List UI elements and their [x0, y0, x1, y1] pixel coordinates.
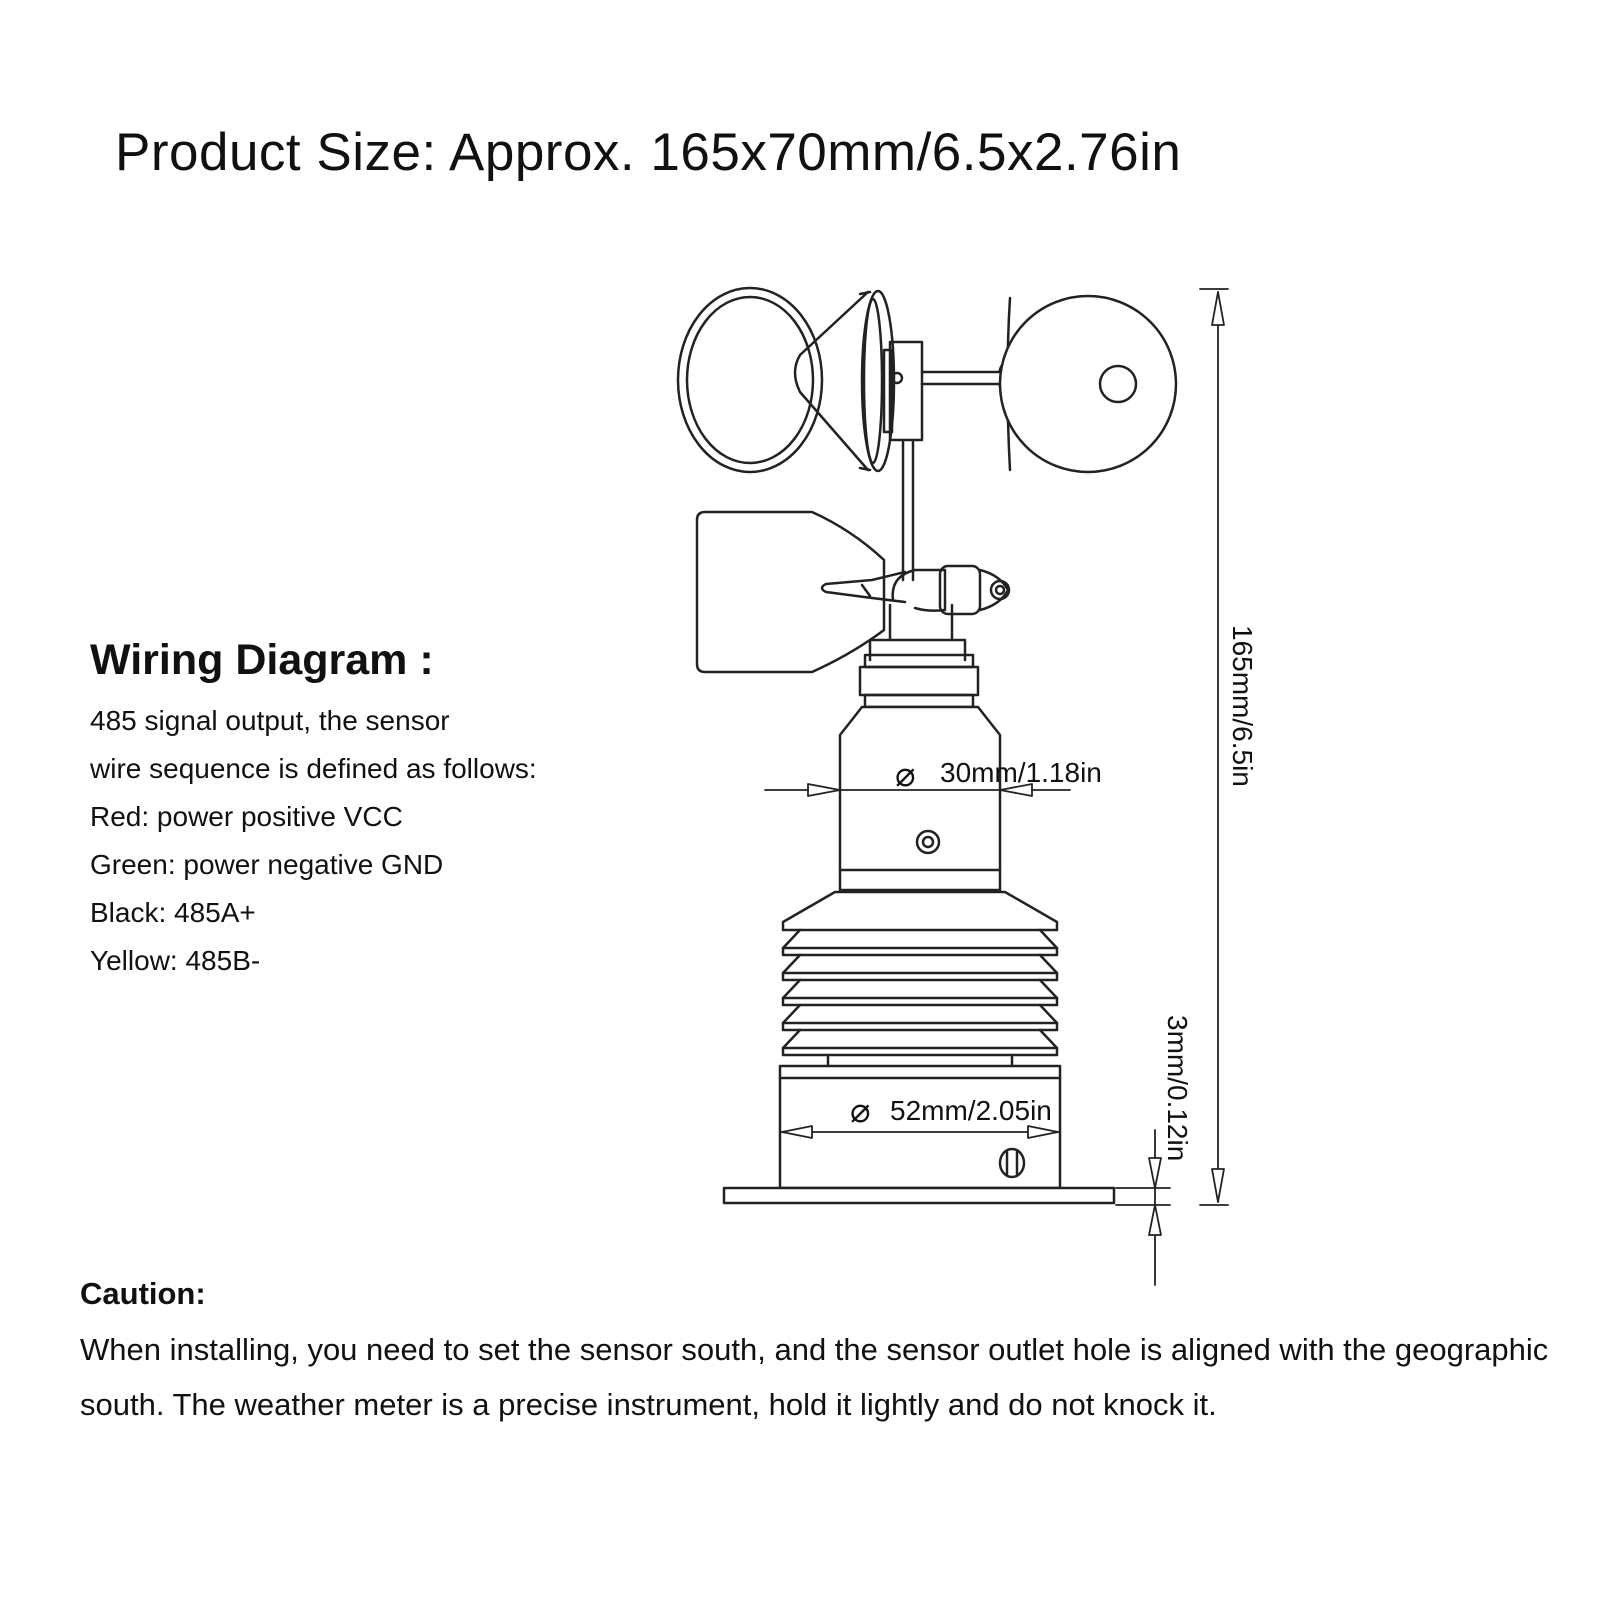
radiation-shield: [781, 890, 1059, 1068]
sensor-neck: [858, 603, 980, 709]
wiring-line-green: Green: power negative GND: [90, 849, 444, 880]
anemometer-hub: [882, 340, 924, 442]
wiring-line-red: Red: power positive VCC: [90, 801, 403, 832]
sensor-upper-body: [838, 705, 1002, 892]
wiring-line: 485 signal output, the sensor: [90, 705, 450, 736]
product-size-title: Product Size: Approx. 165x70mm/6.5x2.76i…: [115, 123, 1182, 182]
vane-shaft: [901, 438, 915, 582]
height-dimension: [1199, 288, 1229, 1206]
lower-diameter-dimension: [779, 1125, 1061, 1139]
diameter-symbol: ⌀: [850, 1092, 870, 1130]
diameter-symbol: ⌀: [895, 756, 915, 794]
wind-vane-tail: [695, 510, 907, 674]
caution-text: When installing, you need to set the sen…: [80, 1332, 1549, 1422]
anemometer-cup-right: [998, 294, 1178, 474]
sensor-lower-body: [778, 1064, 1062, 1190]
anemometer-cup-left: [676, 286, 824, 474]
height-label: 165mm/6.5in: [1227, 625, 1258, 787]
lower-diameter-label: 52mm/2.05in: [890, 1095, 1052, 1126]
base-thickness-dimension: [1115, 1129, 1171, 1286]
wind-vane-body: [891, 564, 1011, 616]
wiring-line: wire sequence is defined as follows:: [90, 753, 537, 784]
anemometer-cup-cone: [793, 289, 896, 473]
wiring-line-black: Black: 485A+: [90, 897, 256, 928]
caution-heading: Caution:: [80, 1276, 206, 1311]
wiring-description: 485 signal output, the sensor wire seque…: [90, 697, 537, 985]
mounting-base-plate: [722, 1186, 1116, 1205]
upper-diameter-label: 30mm/1.18in: [940, 757, 1102, 788]
wiring-line-yellow: Yellow: 485B-: [90, 945, 261, 976]
base-thickness-label: 3mm/0.12in: [1162, 1015, 1193, 1161]
upper-diameter-dimension: [764, 783, 1071, 797]
wiring-diagram-heading: Wiring Diagram :: [90, 636, 434, 684]
